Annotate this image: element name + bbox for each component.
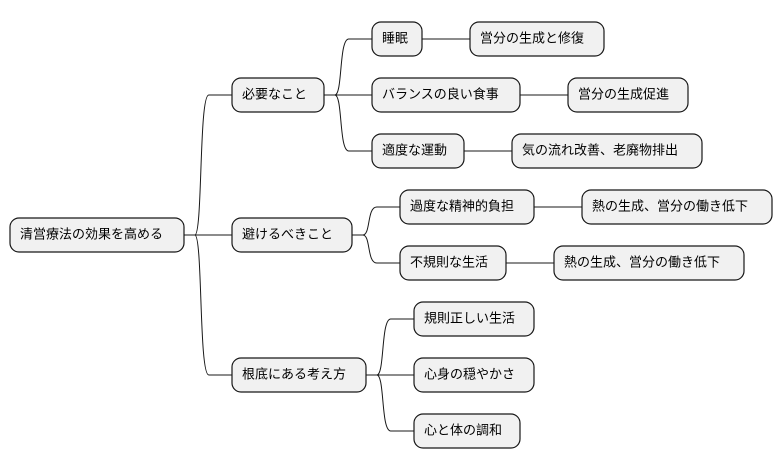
mindmap-edges [184,38,582,432]
root-node: 清営療法の効果を高める [9,217,185,253]
leaf-label: 熱の生成、営分の働き低下 [592,200,748,215]
leaf-label: 熱の生成、営分の働き低下 [564,256,720,271]
branch-label: 必要なこと [242,88,307,103]
branch-label: 根底にある考え方 [242,367,346,383]
root-label: 清営療法の効果を高める [20,227,163,243]
node-exercise: 適度な運動 [371,133,465,169]
node-regular-life: 規則正しい生活 [413,301,535,337]
connector-line [352,206,400,236]
connector-line [324,94,372,152]
node-label: 睡眠 [382,32,408,47]
connector-line [184,234,232,376]
node-mental-stress: 過度な精神的負担 [399,189,535,225]
leaf-diet-effect: 営分の生成促進 [567,77,689,113]
node-label: 心身の穏やかさ [424,367,515,383]
leaf-exercise-effect: 気の流れ改善、老廃物排出 [511,133,703,169]
node-balanced-diet: バランスの良い食事 [371,77,521,113]
leaf-label: 気の流れ改善、老廃物排出 [522,143,678,159]
branch-necessary: 必要なこと [231,77,325,113]
node-label: 適度な運動 [382,143,447,159]
connector-line [184,94,232,236]
connector-line [324,38,372,96]
connector-line [366,374,414,432]
leaf-irregular-effect: 熱の生成、営分の働き低下 [553,245,745,281]
node-calm-mind-body: 心身の穏やかさ [413,357,535,393]
node-label: バランスの良い食事 [382,87,499,103]
node-label: 不規則な生活 [410,256,488,271]
branch-avoid: 避けるべきこと [231,217,353,253]
node-harmony: 心と体の調和 [413,413,521,449]
connector-line [352,234,400,264]
leaf-label: 営分の生成促進 [578,88,669,103]
branch-label: 避けるべきこと [242,228,333,243]
leaf-sleep-effect: 営分の生成と修復 [469,21,605,57]
leaf-label: 営分の生成と修復 [480,31,584,47]
node-irregular-life: 不規則な生活 [399,245,507,281]
node-label: 過度な精神的負担 [410,199,514,215]
leaf-stress-effect: 熱の生成、営分の働き低下 [581,189,773,225]
node-label: 心と体の調和 [424,424,502,439]
connector-line [366,318,414,376]
branch-philosophy: 根底にある考え方 [231,357,367,393]
node-sleep: 睡眠 [371,21,423,57]
node-label: 規則正しい生活 [424,312,515,327]
